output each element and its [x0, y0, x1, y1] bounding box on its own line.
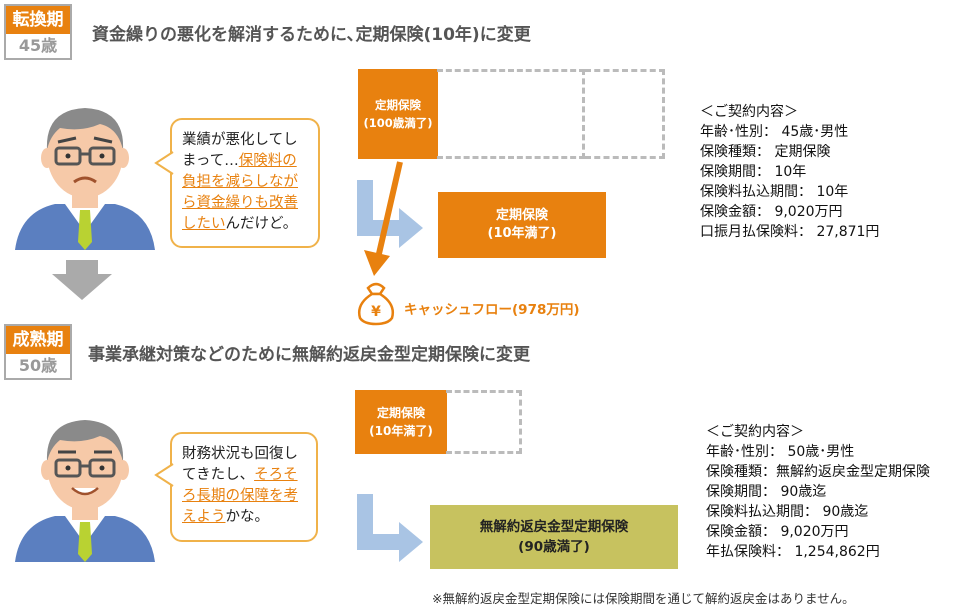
policy-label: 定期保険 — [376, 406, 425, 420]
old-policy-bar: 定期保険 (100歳満了) — [358, 69, 438, 159]
contract-line: 年齢･性別： 45歳･男性 — [700, 124, 849, 140]
stage-name: 転換期 — [6, 6, 70, 34]
businessman-worried-icon — [15, 108, 155, 250]
policy-label: 無解約返戻金型定期保険 — [479, 519, 629, 535]
stage-badge-2: 成熟期 50歳 — [4, 324, 72, 380]
contract-line: 保険期間： 10年 — [700, 164, 807, 180]
arrow-right-icon — [357, 494, 423, 562]
bubble-text: 業績が悪化してしまって… — [182, 132, 298, 169]
svg-text:¥: ¥ — [371, 304, 381, 320]
contract-line: ＜ご契約内容＞ — [700, 104, 798, 120]
contract-line: 口振月払保険料： 27,871円 — [700, 224, 880, 240]
cashflow-label: キャッシュフロー(978万円) — [404, 302, 580, 318]
contract-line: 年齢･性別： 50歳･男性 — [706, 444, 855, 460]
old-policy-bar: 定期保険 (10年満了) — [355, 390, 447, 454]
contract-line: 保険料払込期間： 90歳迄 — [706, 504, 869, 520]
arrow-down-icon — [364, 161, 403, 276]
stage-heading: 資金繰りの悪化を解消するために､定期保険(10年)に変更 — [92, 25, 531, 45]
new-policy-bar: 定期保険 (10年満了) — [438, 192, 606, 258]
stage-age: 50歳 — [18, 356, 58, 375]
speech-bubble: 業績が悪化してしまって…保険料の負担を減らしながら資金繰りも改善したいんだけど。 — [170, 118, 320, 248]
contract-info: ＜ご契約内容＞ 年齢･性別： 45歳･男性 保険種類： 定期保険 保険期間： 1… — [700, 102, 879, 242]
stage-name: 成熟期 — [6, 326, 70, 354]
contract-line: 保険期間： 90歳迄 — [706, 484, 827, 500]
transition-arrow-icon — [52, 260, 112, 300]
stage-heading: 事業承継対策などのために無解約返戻金型定期保険に変更 — [88, 345, 530, 365]
contract-line: 年払保険料： 1,254,862円 — [706, 544, 880, 560]
contract-line: 保険金額： 9,020万円 — [706, 524, 849, 540]
policy-label: 定期保険 — [495, 208, 548, 223]
policy-term: (10年満了) — [369, 424, 433, 438]
contract-info: ＜ご契約内容＞ 年齢･性別： 50歳･男性 保険種類：無解約返戻金型定期保険 保… — [706, 422, 930, 562]
policy-label: 定期保険 — [375, 98, 421, 112]
speech-bubble: 財務状況も回復してきたし、そろそろ長期の保障を考えようかな。 — [170, 432, 318, 542]
contract-line: 保険金額： 9,020万円 — [700, 204, 843, 220]
bubble-tail-icon — [154, 151, 174, 175]
dashed-extension — [437, 69, 585, 159]
bubble-tail-icon — [154, 463, 174, 487]
footnote: ※無解約返戻金型定期保険には保険期間を通じて解約返戻金はありません。 — [432, 591, 855, 606]
dashed-extension — [446, 390, 522, 454]
contract-line: 保険料払込期間： 10年 — [700, 184, 849, 200]
contract-line: 保険種類： 定期保険 — [700, 144, 831, 160]
contract-line: 保険種類：無解約返戻金型定期保険 — [706, 464, 930, 480]
bubble-text-end: んだけど。 — [225, 216, 298, 232]
bubble-text: 財務状況も回復してきたし、 — [182, 446, 298, 483]
bubble-text-end: かな。 — [225, 509, 270, 525]
stage-badge-1: 転換期 45歳 — [4, 4, 72, 60]
new-policy-bar: 無解約返戻金型定期保険 (90歳満了) — [430, 505, 678, 569]
arrow-right-icon — [357, 180, 423, 248]
policy-term: (10年満了) — [487, 226, 557, 241]
policy-term: (100歳満了) — [363, 116, 433, 130]
contract-line: ＜ご契約内容＞ — [706, 424, 804, 440]
policy-term: (90歳満了) — [518, 539, 590, 555]
dashed-extension — [585, 69, 665, 159]
stage-age: 45歳 — [18, 36, 58, 55]
bubble-highlight: 保険料の負担を減らしながら資金繰りも改善したい — [182, 153, 298, 232]
businessman-smiling-icon — [15, 420, 155, 562]
money-bag-icon: ¥ — [358, 282, 394, 326]
bubble-highlight: そろそろ長期の保障を考えよう — [182, 467, 298, 525]
